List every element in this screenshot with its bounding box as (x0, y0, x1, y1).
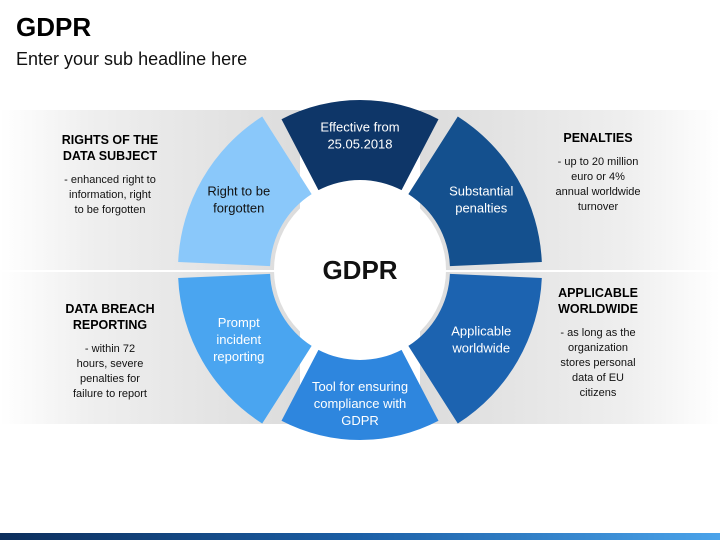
rights-title-line: RIGHTS OF THE (61, 133, 159, 147)
substantial-penalties-label-line: penalties (455, 201, 508, 216)
bottom-accent-bar (0, 533, 720, 540)
worldwide-title-line: WORLDWIDE (558, 302, 638, 316)
incident-reporting-label-line: reporting (213, 349, 264, 364)
effective-date-label: Effective from 25.05.2018 (320, 120, 399, 152)
substantial-penalties-label: Substantial penalties (449, 184, 513, 216)
rights-description: - enhanced right to information, right t… (50, 173, 170, 218)
compliance-tool-label-line: Tool for ensuring (312, 379, 408, 394)
penalties-title-line: PENALTIES (563, 131, 633, 145)
worldwide-title-line: APPLICABLE (558, 286, 638, 300)
rights-block: RIGHTS OF THE DATA SUBJECT - enhanced ri… (50, 132, 170, 218)
breach-desc-line: hours, severe (76, 358, 144, 370)
page-subtitle: Enter your sub headline here (16, 49, 248, 69)
breach-desc-line: penalties for (80, 373, 140, 385)
worldwide-desc-line: citizens (579, 387, 617, 399)
incident-reporting-label-line: Prompt (218, 315, 260, 330)
incident-reporting-label-line: incident (216, 332, 261, 347)
rights-title-line: DATA SUBJECT (62, 149, 158, 163)
effective-date-label-line: Effective from (320, 120, 399, 135)
rights-title: RIGHTS OF THE DATA SUBJECT (50, 132, 170, 164)
breach-title-line: DATA BREACH (65, 302, 155, 316)
breach-title-line: REPORTING (72, 318, 148, 332)
penalties-title: PENALTIES (533, 130, 663, 146)
worldwide-desc-line: data of EU (572, 372, 624, 384)
center-circle (274, 184, 446, 356)
worldwide-description: - as long as the organization stores per… (538, 326, 658, 401)
rights-desc-line: information, right (69, 189, 151, 201)
page-title: GDPR (16, 12, 92, 42)
breach-desc-line: failure to report (73, 388, 147, 400)
right-to-be-forgotten-label-line: Right to be (207, 184, 270, 199)
penalties-desc-line: turnover (577, 201, 619, 213)
right-to-be-forgotten-label: Right to be forgotten (207, 184, 270, 216)
penalties-desc-line: annual worldwide (555, 186, 641, 198)
worldwide-desc-line: organization (568, 342, 628, 354)
breach-title: DATA BREACH REPORTING (50, 301, 170, 333)
worldwide-title: APPLICABLE WORLDWIDE (538, 285, 658, 317)
right-to-be-forgotten-label-line: forgotten (213, 201, 264, 216)
penalties-desc-line: - up to 20 million (557, 156, 639, 168)
worldwide-desc-line: stores personal (560, 357, 636, 369)
breach-desc-line: - within 72 (84, 343, 136, 355)
breach-block: DATA BREACH REPORTING - within 72 hours,… (50, 301, 170, 402)
worldwide-block: APPLICABLE WORLDWIDE - as long as the or… (538, 285, 658, 401)
applicable-worldwide-label-line: worldwide (451, 341, 510, 356)
substantial-penalties-segment (408, 116, 542, 267)
compliance-tool-label-line: compliance with (314, 396, 407, 411)
substantial-penalties-label-line: Substantial (449, 184, 513, 199)
worldwide-desc-line: - as long as the (560, 327, 636, 339)
applicable-worldwide-segment (408, 273, 542, 424)
applicable-worldwide-label-line: Applicable (451, 324, 511, 339)
applicable-worldwide-label: Applicable worldwide (451, 324, 511, 356)
right-to-be-forgotten-segment (178, 116, 312, 267)
center-label: GDPR (322, 255, 397, 285)
incident-reporting-segment (178, 273, 312, 424)
penalties-desc-line: euro or 4% (571, 171, 625, 183)
breach-description: - within 72 hours, severe penalties for … (50, 342, 170, 402)
rights-desc-line: - enhanced right to (64, 174, 156, 186)
incident-reporting-label: Prompt incident reporting (213, 315, 264, 364)
compliance-tool-segment (281, 349, 439, 441)
compliance-tool-label-line: GDPR (341, 413, 379, 428)
rights-desc-line: to be forgotten (74, 204, 146, 216)
penalties-block: PENALTIES - up to 20 million euro or 4% … (533, 130, 663, 215)
effective-date-segment (281, 100, 439, 191)
penalties-description: - up to 20 million euro or 4% annual wor… (533, 155, 663, 215)
effective-date-label-line: 25.05.2018 (327, 137, 392, 152)
